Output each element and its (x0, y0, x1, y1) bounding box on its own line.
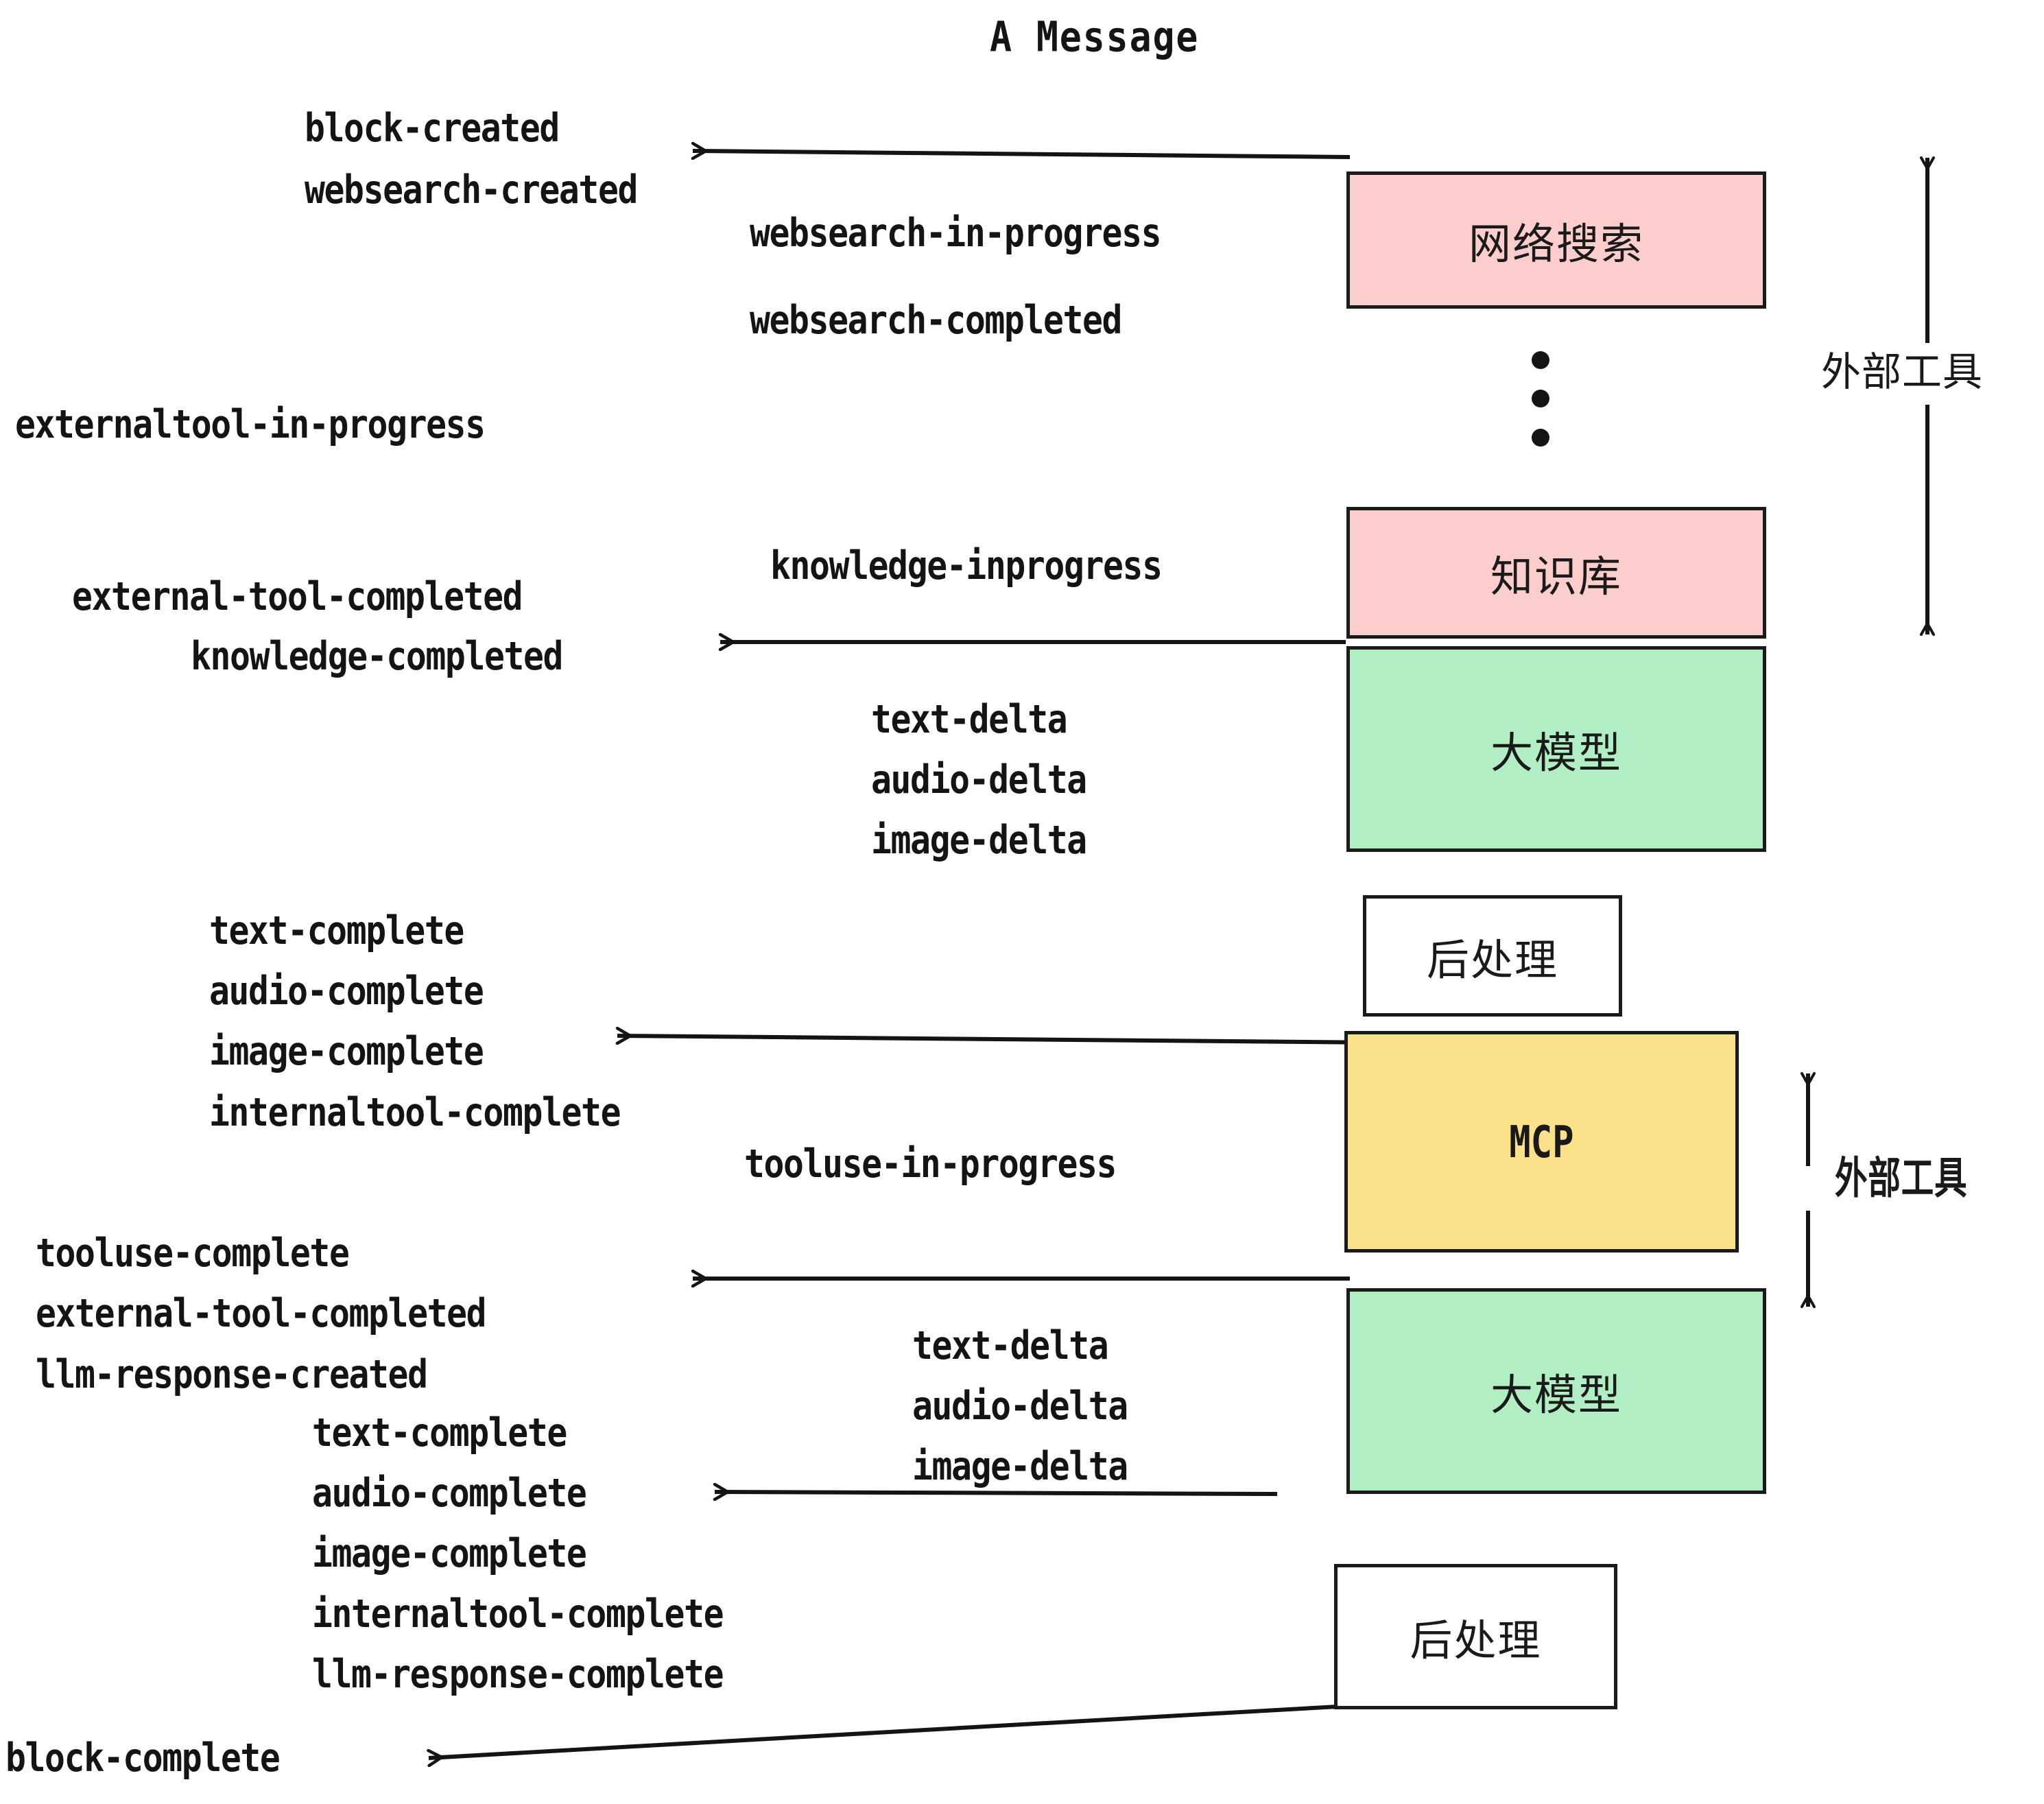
arrow-audio-complete (715, 1492, 1278, 1494)
node-mcp-label: MCP (1509, 1116, 1574, 1167)
event-audio-complete-2: audio-complete (312, 1470, 587, 1516)
node-llm-2-label: 大模型 (1490, 1370, 1622, 1420)
node-mcp[interactable]: MCP (1344, 1031, 1739, 1253)
event-block-complete: block-complete (5, 1735, 281, 1781)
event-knowledge-completed: knowledge-completed (191, 633, 563, 679)
event-llm-response-complete: llm-response-complete (312, 1651, 724, 1697)
event-block-created: block-created (305, 105, 560, 151)
node-post-1[interactable]: 后处理 (1363, 895, 1622, 1017)
event-llm-response-created: llm-response-created (36, 1351, 428, 1397)
arrow-block-created (693, 151, 1351, 157)
event-external-tool-completed-2: external-tool-completed (36, 1290, 487, 1336)
event-audio-delta-2: audio-delta (912, 1383, 1128, 1429)
event-text-delta-2: text-delta (912, 1322, 1109, 1368)
event-image-delta-2: image-delta (912, 1443, 1128, 1489)
event-external-tool-completed-1: external-tool-completed (72, 573, 523, 619)
event-knowledge-inprogress: knowledge-inprogress (770, 543, 1163, 589)
node-llm-2[interactable]: 大模型 (1346, 1288, 1766, 1494)
node-llm-1-label: 大模型 (1490, 728, 1622, 778)
event-internaltool-complete-2: internaltool-complete (312, 1591, 724, 1637)
event-websearch-in-progress: websearch-in-progress (750, 210, 1162, 256)
event-image-complete-1: image-complete (209, 1028, 484, 1074)
event-tooluse-complete: tooluse-complete (36, 1230, 350, 1276)
diagram-title: A Message (990, 13, 1200, 62)
ellipsis-dot-1 (1532, 351, 1549, 369)
side-label-external-tools-top: 外部工具 (1821, 348, 1984, 395)
arrow-block-complete (429, 1705, 1338, 1758)
ellipsis-dot-3 (1532, 429, 1549, 447)
event-websearch-created: websearch-created (305, 167, 638, 213)
arrow-image-complete (617, 1036, 1383, 1043)
node-post-1-label: 后处理 (1426, 934, 1558, 985)
event-audio-complete-1: audio-complete (209, 968, 484, 1014)
node-knowledge-label: 知识库 (1490, 551, 1622, 602)
ellipsis-dot-2 (1532, 390, 1549, 407)
node-post-2-label: 后处理 (1410, 1615, 1542, 1665)
node-websearch-label: 网络搜索 (1468, 219, 1644, 269)
node-llm-1[interactable]: 大模型 (1346, 646, 1766, 852)
event-image-delta-1: image-delta (871, 817, 1087, 863)
event-websearch-completed: websearch-completed (750, 297, 1122, 343)
event-internaltool-complete-1: internaltool-complete (209, 1089, 621, 1135)
event-text-delta-1: text-delta (871, 696, 1068, 742)
event-text-complete-1: text-complete (209, 907, 464, 953)
node-knowledge[interactable]: 知识库 (1346, 507, 1766, 639)
event-text-complete-2: text-complete (312, 1410, 567, 1456)
event-audio-delta-1: audio-delta (871, 757, 1087, 803)
node-websearch[interactable]: 网络搜索 (1346, 171, 1766, 309)
side-label-external-tools-bottom: 外部工具 (1835, 1152, 1968, 1204)
node-post-2[interactable]: 后处理 (1334, 1564, 1617, 1709)
event-externaltool-in-progress: externaltool-in-progress (15, 401, 486, 447)
event-tooluse-in-progress: tooluse-in-progress (744, 1141, 1117, 1187)
event-image-complete-2: image-complete (312, 1530, 587, 1576)
